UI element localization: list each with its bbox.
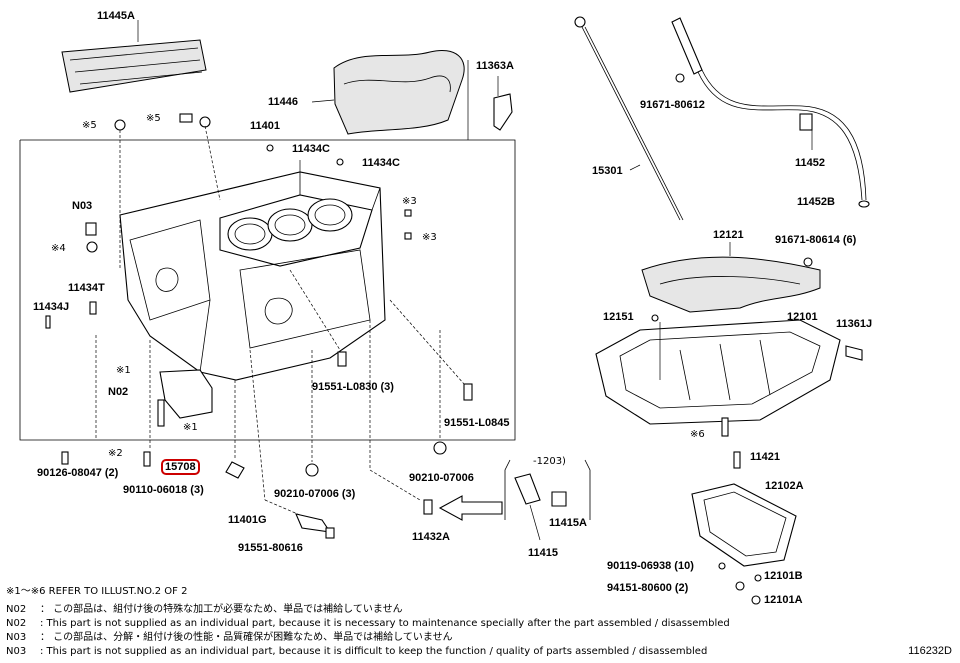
part-label-11434c-upper[interactable]: 11434C	[292, 143, 330, 155]
part-label-12101b[interactable]: 12101B	[764, 570, 803, 582]
ref-mark-5-left: ※5	[82, 120, 97, 131]
part-label-12121[interactable]: 12121	[713, 229, 744, 241]
note-n03-japanese: N03 ： この部品は、分解・組付け後の性能・品質確保が困難なため、単品では補給し…	[6, 632, 453, 644]
note-code: N03	[6, 632, 27, 643]
part-label-11452b[interactable]: 11452B	[797, 196, 835, 208]
part-label-11401[interactable]: 11401	[250, 120, 280, 132]
part-label-11401g[interactable]: 11401G	[228, 514, 267, 526]
dipstick-guide-shape	[671, 17, 870, 208]
part-label-11434j[interactable]: 11434J	[33, 301, 70, 313]
cylinder-block-shape	[119, 171, 386, 381]
part-label-n02[interactable]: N02	[108, 386, 129, 398]
note-n03-english: N03 : This part is not supplied as an ind…	[6, 646, 707, 658]
cylinder-block-cover-shape	[61, 20, 207, 93]
note-text: : This part is not supplied as an indivi…	[40, 618, 730, 629]
part-label-n03[interactable]: N03	[72, 200, 93, 212]
drain-parts-shape	[438, 459, 591, 541]
part-label-91671-80612[interactable]: 91671-80612	[640, 99, 705, 111]
refer-note: ※1～※6 REFER TO ILLUST.NO.2 OF 2	[6, 586, 188, 597]
part-label-11446[interactable]: 11446	[268, 96, 298, 108]
note-code: N03	[6, 646, 27, 657]
part-label-90110-06018[interactable]: 90110-06018 (3)	[123, 484, 204, 496]
part-label-90210-07006-3[interactable]: 90210-07006 (3)	[274, 488, 356, 500]
part-label-11445a[interactable]: 11445A	[97, 10, 135, 22]
part-label-90210-07006[interactable]: 90210-07006	[409, 472, 474, 484]
engine-block-frame	[19, 139, 516, 441]
part-label-90119-06938[interactable]: 90119-06938 (10)	[607, 560, 694, 572]
part-label-91671-80614[interactable]: 91671-80614 (6)	[775, 234, 857, 246]
ref-mark-1-lower: ※1	[183, 422, 198, 433]
oil-baffle-plate-shape	[641, 242, 821, 313]
part-label-11361j[interactable]: 11361J	[836, 318, 873, 330]
part-label-12151[interactable]: 12151	[603, 311, 634, 323]
part-label-12101[interactable]: 12101	[787, 311, 818, 323]
part-label-94151-80600[interactable]: 94151-80600 (2)	[607, 582, 689, 594]
note-n02-english: N02 : This part is not supplied as an ind…	[6, 618, 730, 630]
part-label-12102a[interactable]: 12102A	[765, 480, 804, 492]
note-text: ： この部品は、分解・組付け後の性能・品質確保が困難なため、単品では補給していま…	[40, 632, 453, 643]
diagram-code: 116232D	[908, 645, 952, 657]
part-label-11421[interactable]: 11421	[750, 451, 780, 463]
ref-mark-1-upper: ※1	[116, 365, 131, 376]
part-label-91551-l0830[interactable]: 91551-L0830 (3)	[312, 381, 394, 393]
oil-pan-no1-shape	[595, 314, 863, 437]
note-n02-japanese: N02 ： この部品は、組付け後の特殊な加工が必要なため、単品では補給していません	[6, 604, 403, 616]
ref-mark-6: ※6	[690, 429, 705, 440]
dipstick-shape	[574, 16, 684, 221]
part-label-11415[interactable]: 11415	[528, 547, 558, 559]
part-label-15301[interactable]: 15301	[592, 165, 623, 177]
small-fasteners-left	[45, 113, 473, 539]
ref-mark-4: ※4	[51, 243, 66, 254]
ref-mark-5-right: ※5	[146, 113, 161, 124]
ref-mark-3-upper: ※3	[402, 196, 417, 207]
note-code: N02	[6, 604, 27, 615]
bracket-shape	[493, 76, 513, 131]
part-label-90126-08047[interactable]: 90126-08047 (2)	[37, 467, 119, 479]
part-label-11363a[interactable]: 11363A	[476, 60, 514, 72]
part-label-12101a[interactable]: 12101A	[764, 594, 803, 606]
part-label-11434c-lower[interactable]: 11434C	[362, 157, 400, 169]
note-text: : This part is not supplied as an indivi…	[40, 646, 708, 657]
group-ref-1203: -1203)	[533, 456, 566, 467]
part-label-15708-highlighted[interactable]: 15708	[161, 459, 200, 475]
leader-lines-block	[95, 60, 469, 516]
part-label-91551-80616[interactable]: 91551-80616	[238, 542, 303, 554]
ref-mark-2: ※2	[108, 448, 123, 459]
oil-pan-no2-shape	[691, 451, 797, 605]
note-text: ： この部品は、組付け後の特殊な加工が必要なため、単品では補給していません	[40, 604, 403, 615]
part-label-11452[interactable]: 11452	[795, 157, 825, 169]
part-label-91551-l0845[interactable]: 91551-L0845	[444, 417, 510, 429]
note-code: N02	[6, 618, 27, 629]
insulator-shape	[311, 50, 465, 135]
ref-mark-3-lower: ※3	[422, 232, 437, 243]
part-label-11432a[interactable]: 11432A	[412, 531, 450, 543]
part-label-11434t[interactable]: 11434T	[68, 282, 105, 294]
part-label-11415a[interactable]: 11415A	[549, 517, 587, 529]
